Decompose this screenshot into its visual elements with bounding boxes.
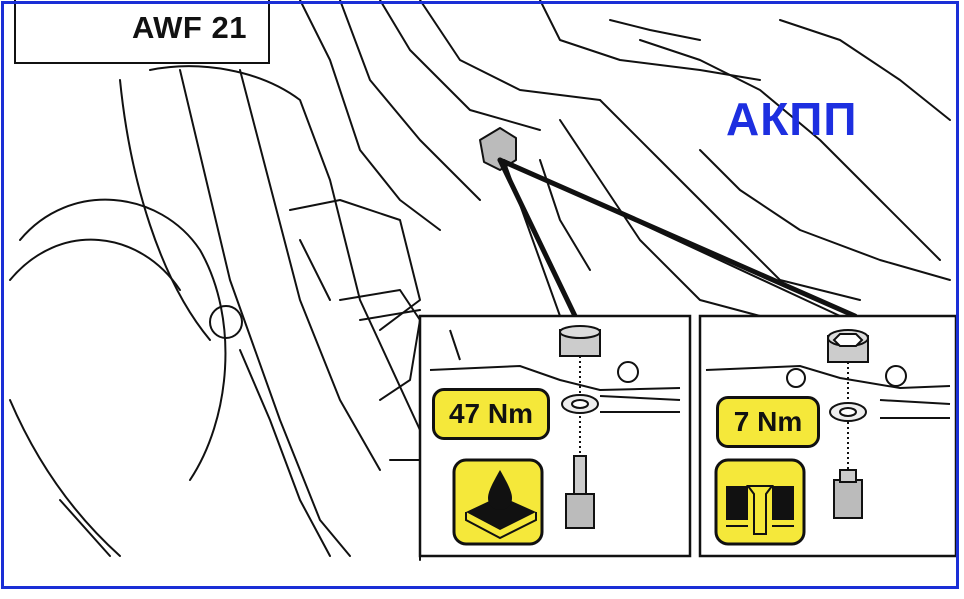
transmission-model-label: AWF 21 <box>132 10 247 45</box>
drain-plug-exploded-right <box>827 329 869 519</box>
torque-badge-right: 7 Nm <box>716 396 820 448</box>
oil-drop-sealant-icon <box>452 458 544 546</box>
torque-badge-left: 47 Nm <box>432 388 550 440</box>
drain-plug-exploded-left <box>559 325 639 529</box>
diagram-title: АКПП <box>726 93 858 145</box>
model-label-box: AWF 21 <box>14 0 270 64</box>
sealing-washer-section-icon <box>714 458 806 546</box>
